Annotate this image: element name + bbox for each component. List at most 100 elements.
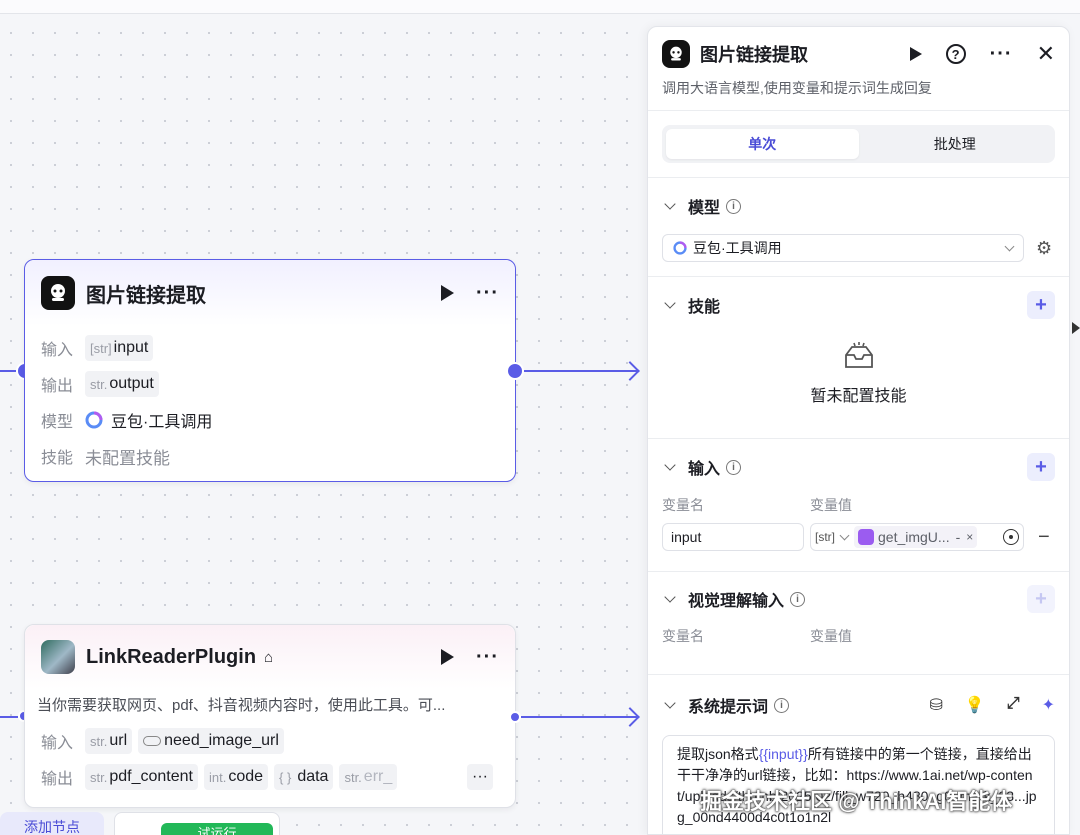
model-select[interactable]: 豆包·工具调用 xyxy=(662,234,1024,262)
gear-icon[interactable]: ⚙ xyxy=(1036,237,1053,258)
type-label: { } xyxy=(279,769,292,785)
system-prompt-label: 系统提示词 xyxy=(688,699,769,716)
type-label: int. xyxy=(208,769,227,785)
node2-output-err: str.err_ xyxy=(339,764,398,790)
panel-description: 调用大语言模型,使用变量和提示词生成回复 xyxy=(648,81,1069,111)
model-section: 模型 i 豆包·工具调用 ⚙ xyxy=(648,178,1069,277)
tab-batch[interactable]: 批处理 xyxy=(933,136,976,152)
var-name-input[interactable]: input xyxy=(662,523,804,551)
model-selected-value: 豆包·工具调用 xyxy=(693,240,782,256)
info-icon[interactable]: i xyxy=(790,591,806,607)
clear-icon[interactable]: × xyxy=(966,530,974,544)
test-run-button[interactable]: 试运行 xyxy=(161,823,273,835)
node2-output-row: 输出 str.pdf_content int.code { }data str.… xyxy=(25,759,515,795)
info-icon[interactable]: i xyxy=(726,198,742,214)
toggle-icon xyxy=(143,736,162,746)
edge-arrow xyxy=(620,707,640,727)
col-var-value: 变量值 xyxy=(810,497,852,513)
node2-input-url: str.url xyxy=(85,728,133,754)
node-link-reader-plugin[interactable]: LinkReaderPlugin ⌂ ··· 当你需要获取网页、pdf、抖音视频… xyxy=(24,624,516,808)
plugin-cube-icon xyxy=(858,529,874,545)
node1-skill-label: 技能 xyxy=(41,450,74,467)
input-var-row: input [str] get_imgU...-× − xyxy=(662,517,1055,557)
watermark: 掘金技术社区 @ ThinkAI智能体 xyxy=(700,789,1013,814)
node1-more-icon[interactable]: ··· xyxy=(476,282,499,304)
variable-ref-chip: get_imgU...-× xyxy=(854,526,978,548)
edge-into-node2 xyxy=(0,716,18,718)
add-node-button[interactable]: 添加节点 xyxy=(0,812,104,835)
node1-header: 图片链接提取 ··· xyxy=(25,260,515,326)
top-toolbar xyxy=(0,0,1080,14)
tab-single[interactable]: 单次 xyxy=(666,129,859,159)
prompt-library-icon[interactable]: ⛁ xyxy=(929,697,943,714)
target-icon[interactable] xyxy=(1003,529,1019,545)
add-node-label: 添加节点 xyxy=(24,819,80,835)
chevron-down-icon[interactable] xyxy=(664,297,676,309)
node1-output-port[interactable] xyxy=(506,362,524,380)
add-vision-input-button[interactable]: + xyxy=(1027,585,1055,613)
type-label: str. xyxy=(90,376,108,392)
chevron-down-icon[interactable] xyxy=(664,198,676,210)
var-name: err_ xyxy=(363,768,393,785)
col-var-name: 变量名 xyxy=(662,497,704,513)
vision-section: 视觉理解输入 i + 变量名 变量值 xyxy=(648,572,1069,675)
doubao-logo-icon xyxy=(673,241,687,255)
remove-input-button[interactable]: − xyxy=(1038,525,1050,548)
node2-more-outputs-icon[interactable]: ··· xyxy=(467,764,493,790)
var-name: url xyxy=(109,732,128,749)
expand-icon[interactable]: ⤢ xyxy=(1006,695,1020,712)
node1-output-label: 输出 xyxy=(41,378,74,395)
node2-output-pdf: str.pdf_content xyxy=(85,764,198,790)
bot-avatar-icon xyxy=(662,40,690,68)
test-run-label: 试运行 xyxy=(197,825,237,835)
panel-more-icon[interactable]: ··· xyxy=(989,43,1013,65)
close-icon[interactable]: ✕ xyxy=(1036,41,1055,66)
node2-run-button[interactable] xyxy=(441,649,455,665)
skills-section: 技能 + 暂未配置技能 xyxy=(648,277,1069,439)
ai-sparkle-icon[interactable]: ✦ xyxy=(1041,697,1055,714)
skills-empty-text: 暂未配置技能 xyxy=(810,388,907,405)
right-edge-arrow-icon xyxy=(1072,322,1080,334)
var-name: code xyxy=(228,768,264,785)
prompt-text: 所有链接中的第一个链接，直接给出干干净净的url链接，比如：https://ww… xyxy=(677,746,1037,825)
edge-node2-out xyxy=(521,716,638,718)
node1-run-button[interactable] xyxy=(441,285,455,301)
panel-title: 图片链接提取 xyxy=(700,45,808,65)
type-selector[interactable]: [str] xyxy=(815,530,835,544)
test-run-area: 试运行 xyxy=(114,812,280,835)
node2-input-label: 输入 xyxy=(41,735,74,752)
node2-more-icon[interactable]: ··· xyxy=(476,646,499,668)
panel-run-button[interactable] xyxy=(909,47,922,61)
lightbulb-icon[interactable]: 💡 xyxy=(964,697,985,714)
node1-title: 图片链接提取 xyxy=(86,284,206,307)
chevron-down-icon[interactable] xyxy=(664,459,676,471)
chevron-down-icon[interactable] xyxy=(664,591,676,603)
ref-suffix: - xyxy=(955,529,961,545)
add-skill-button[interactable]: + xyxy=(1027,291,1055,319)
node1-model-label: 模型 xyxy=(41,414,74,431)
plugin-thumbnail-icon xyxy=(41,640,75,674)
type-label: [str] xyxy=(90,340,112,356)
bot-avatar-icon xyxy=(41,276,75,310)
node1-skill-value: 未配置技能 xyxy=(85,448,170,468)
chevron-down-icon[interactable] xyxy=(664,697,676,709)
info-icon[interactable]: i xyxy=(774,697,790,713)
node2-output-port[interactable] xyxy=(509,711,521,723)
var-name: pdf_content xyxy=(109,768,193,785)
help-icon[interactable]: ? xyxy=(945,44,966,64)
node2-description: 当你需要获取网页、pdf、抖音视频内容时，使用此工具。可... xyxy=(37,697,446,714)
vision-label: 视觉理解输入 xyxy=(688,593,785,610)
info-icon[interactable]: i xyxy=(726,459,742,475)
node-image-link-extract[interactable]: 图片链接提取 ··· 输入 [str]input 输出 str.output 模… xyxy=(24,259,516,482)
prompt-variable: {{input}} xyxy=(758,746,808,762)
var-value-input[interactable]: [str] get_imgU...-× xyxy=(810,523,1024,551)
ref-value: get_imgU... xyxy=(878,529,950,545)
inputs-section: 输入 i + 变量名 变量值 input [str] get_imgU...-×… xyxy=(648,439,1069,572)
node1-input-row: 输入 [str]input xyxy=(25,330,515,366)
node1-input-tag: [str]input xyxy=(85,335,154,361)
node1-model-value: 豆包·工具调用 xyxy=(111,414,213,431)
chevron-down-icon xyxy=(839,530,850,540)
add-input-button[interactable]: + xyxy=(1027,453,1055,481)
empty-box-icon xyxy=(844,342,873,368)
system-prompt-editor[interactable]: 提取json格式{{input}}所有链接中的第一个链接，直接给出干干净净的ur… xyxy=(662,735,1055,834)
